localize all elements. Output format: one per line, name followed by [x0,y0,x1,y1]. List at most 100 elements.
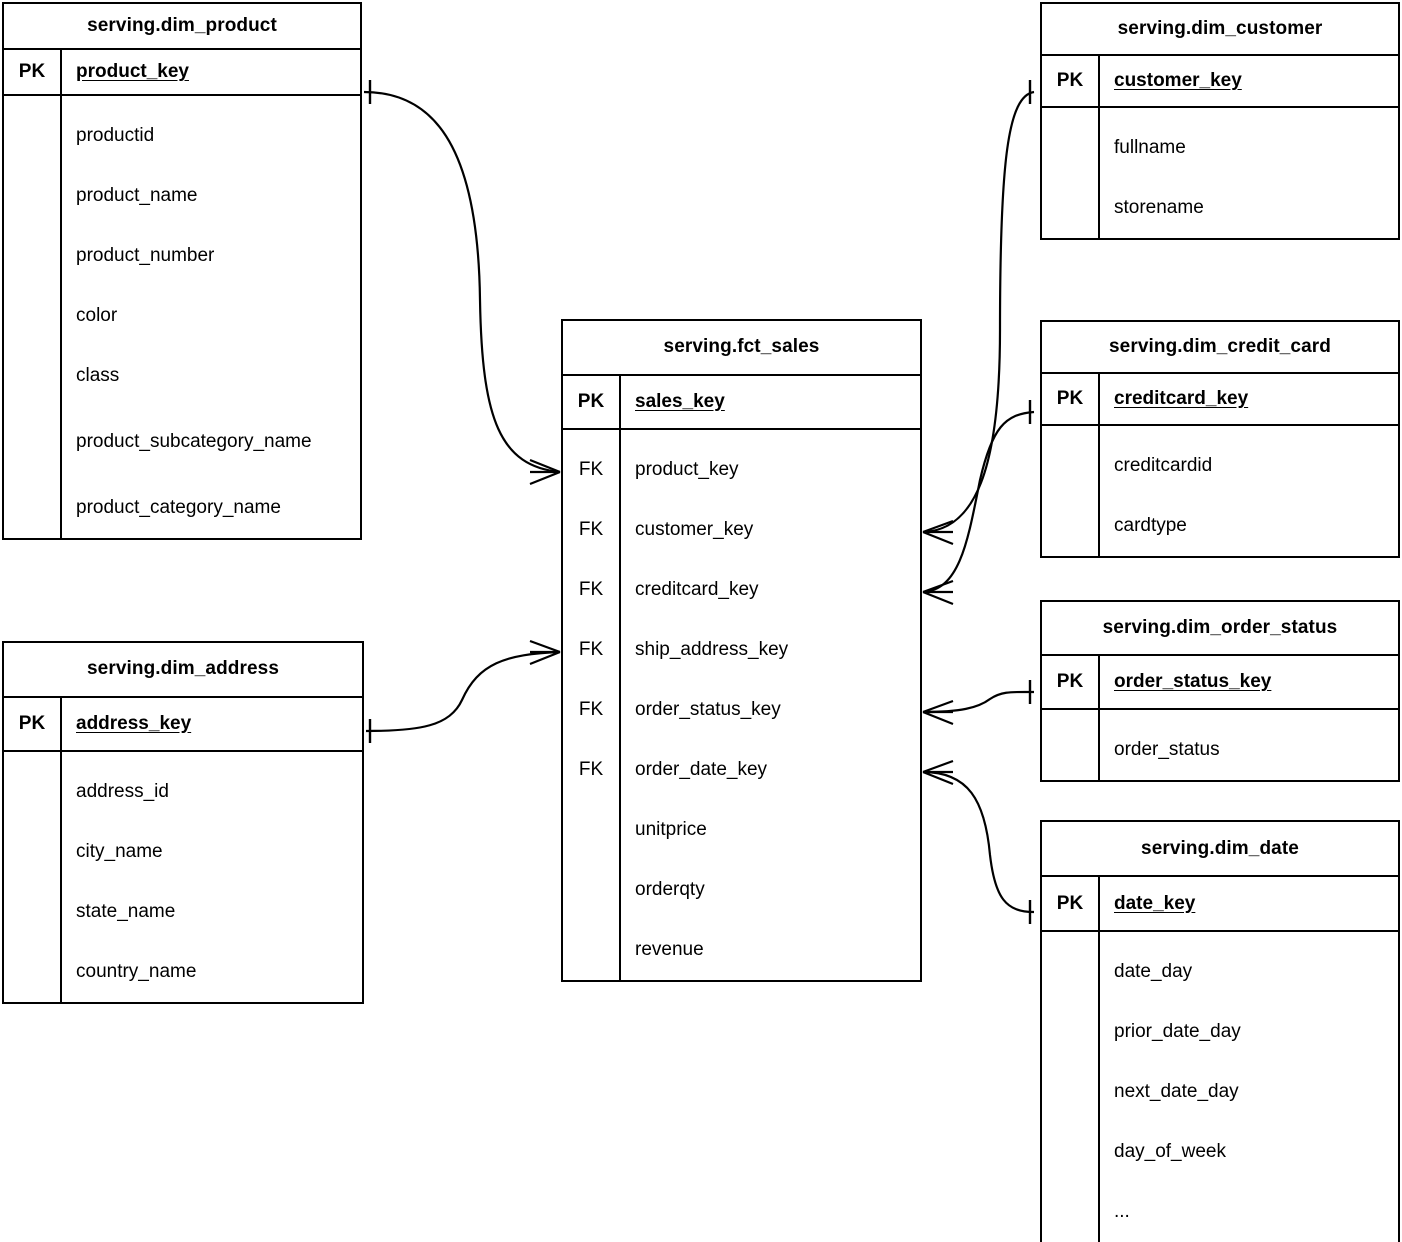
attribute-row: product_key [635,459,739,480]
pk-field-name: address_key [62,698,362,751]
attribute-key-badge [1042,178,1098,238]
attribute-key-badge: FK [578,459,604,480]
pk-field-name: creditcard_key [1100,374,1398,424]
entity-title: serving.dim_address [4,643,362,698]
pk-field-name: date_key [1100,877,1398,930]
entity-dim-credit-card[interactable]: serving.dim_credit_card PK creditcard_ke… [1040,320,1400,558]
attribute-key-column [1042,108,1100,238]
attribute-key-badge: FK [578,759,604,780]
attribute-row: creditcardid [1114,455,1213,476]
pk-badge: PK [4,50,62,94]
attribute-key-column [4,752,62,1002]
entity-dim-order-status[interactable]: serving.dim_order_status PK order_status… [1040,600,1400,782]
attribute-key-badge: FK [578,579,604,600]
attribute-key-badge [1042,1122,1098,1182]
attribute-key-badge [4,942,60,1002]
attribute-key-badge [4,106,60,166]
pk-row[interactable]: PK address_key [4,697,362,752]
attribute-key-badge [1042,942,1098,1002]
attribute-key-badge [4,166,60,226]
attribute-key-badge [563,860,619,920]
attribute-key-badge [1042,720,1098,780]
attribute-row: order_status_key [635,699,781,720]
entity-fct-sales[interactable]: serving.fct_sales PK sales_key FK FK FK … [561,319,922,982]
pk-badge: PK [4,697,62,750]
attribute-row: cardtype [1114,515,1187,536]
attribute-row: next_date_day [1114,1081,1239,1102]
pk-badge: PK [1042,374,1100,424]
attributes-body: FK FK FK FK FK FK product_key customer_k… [563,430,920,980]
pk-field-label: address_key [76,712,192,734]
attribute-key-badge [1042,496,1098,556]
attribute-name-column: address_id city_name state_name country_… [62,752,362,1002]
attribute-name-column: product_key customer_key creditcard_key … [621,430,920,980]
entity-dim-product[interactable]: serving.dim_product PK product_key produ… [2,2,362,540]
pk-field-label: creditcard_key [1114,388,1249,409]
attribute-key-column: FK FK FK FK FK FK [563,430,621,980]
attribute-key-column [1042,710,1100,780]
attribute-row: ... [1114,1201,1130,1222]
attribute-key-column [1042,426,1100,556]
edge-fct-sales-to-dim-order-status [922,680,1035,726]
attribute-row: product_name [76,185,198,206]
attribute-key-badge [4,346,60,406]
attribute-key-badge [1042,118,1098,178]
pk-row[interactable]: PK product_key [4,50,360,96]
pk-field-name: sales_key [621,376,920,429]
attribute-row: productid [76,125,155,146]
attribute-row: country_name [76,961,197,982]
pk-field-label: product_key [76,61,189,82]
attribute-key-badge [4,466,60,526]
pk-field-label: date_key [1114,892,1196,914]
attribute-row: order_date_key [635,759,768,780]
attribute-row: order_status [1114,739,1220,760]
attribute-key-badge [4,286,60,346]
attributes-body: order_status [1042,710,1398,780]
attribute-row: date_day [1114,961,1193,982]
pk-badge: PK [1042,877,1100,930]
attribute-key-badge [4,762,60,822]
attribute-key-badge: FK [578,699,604,720]
attribute-key-badge [4,406,60,466]
entity-title: serving.dim_order_status [1042,602,1398,656]
entity-dim-address[interactable]: serving.dim_address PK address_key addre… [2,641,364,1004]
attributes-body: fullname storename [1042,108,1398,238]
pk-field-name: order_status_key [1100,656,1398,708]
attributes-body: productid product_name product_number co… [4,96,360,538]
attribute-row: revenue [635,939,704,960]
attribute-name-column: date_day prior_date_day next_date_day da… [1100,932,1398,1242]
attribute-row: creditcard_key [635,579,759,600]
entity-title: serving.dim_customer [1042,4,1398,56]
entity-title: serving.dim_product [4,4,360,50]
attribute-key-badge [563,920,619,980]
pk-badge: PK [1042,56,1100,106]
attribute-key-column [1042,932,1100,1242]
pk-badge: PK [1042,656,1100,708]
entity-dim-date[interactable]: serving.dim_date PK date_key date_day pr… [1040,820,1400,1242]
attribute-row: orderqty [635,879,705,900]
pk-field-label: sales_key [635,390,725,412]
edge-fct-sales-to-dim-credit-card [922,400,1035,606]
attribute-row: address_id [76,781,169,802]
pk-row[interactable]: PK sales_key [563,375,920,430]
attribute-name-column: productid product_name product_number co… [62,96,360,538]
attribute-name-column: fullname storename [1100,108,1398,238]
pk-field-label: customer_key [1114,70,1242,91]
pk-field-name: customer_key [1100,56,1398,106]
pk-row[interactable]: PK order_status_key [1042,656,1398,710]
attribute-key-column [4,96,62,538]
attribute-key-badge [1042,1002,1098,1062]
attribute-row: customer_key [635,519,754,540]
attribute-row: city_name [76,841,163,862]
attribute-key-badge: FK [578,639,604,660]
attribute-key-badge [1042,1062,1098,1122]
attribute-name-column: creditcardid cardtype [1100,426,1398,556]
entity-title: serving.fct_sales [563,321,920,376]
entity-dim-customer[interactable]: serving.dim_customer PK customer_key ful… [1040,2,1400,240]
pk-row[interactable]: PK customer_key [1042,56,1398,108]
attribute-row: product_category_name [76,497,281,518]
pk-row[interactable]: PK creditcard_key [1042,374,1398,426]
attributes-body: address_id city_name state_name country_… [4,752,362,1002]
pk-row[interactable]: PK date_key [1042,877,1398,932]
